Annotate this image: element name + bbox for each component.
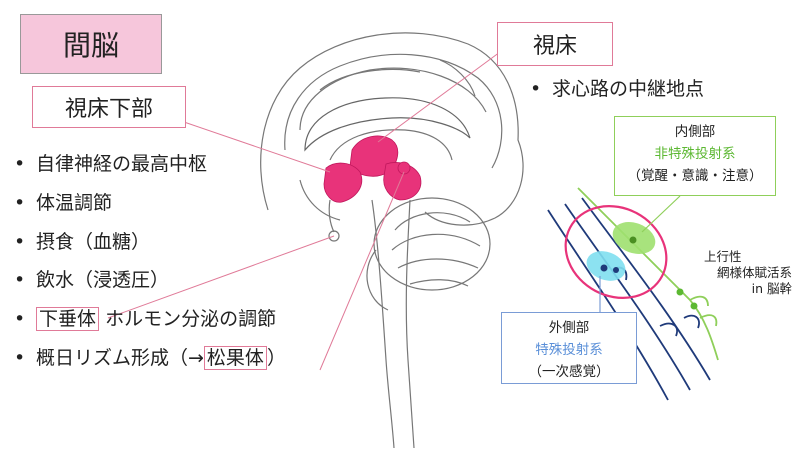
bullet: •: [14, 191, 26, 214]
medial-note: （覚醒・意識・注意）: [627, 168, 763, 184]
pituitary-stalk: [328, 199, 335, 233]
medial-callout: 内側部 非特殊投射系 （覚醒・意識・注意）: [614, 116, 776, 196]
pituitary-label: 下垂体: [36, 307, 100, 332]
hypothalamus-region: [323, 162, 363, 203]
gyrus-line: [299, 179, 341, 221]
inner-callout-line: [641, 195, 681, 233]
sensory-branch: [659, 322, 678, 337]
lateral-note: （一次感覚）: [528, 364, 610, 380]
fornix: [329, 129, 453, 161]
bullet: •: [14, 308, 26, 331]
cerebellum-fold: [409, 279, 469, 287]
thalamus-pathway-diagram: [547, 187, 719, 401]
brainstem: [371, 199, 395, 449]
sensory-pathway-line: [547, 209, 669, 401]
cerebellum-fold: [394, 212, 471, 231]
thalamus-label: 視床: [497, 22, 613, 66]
list-item: • 下垂体 ホルモン分泌の調節: [14, 300, 286, 339]
brainstem: [405, 199, 415, 449]
lateral-node: [613, 267, 619, 273]
corpus-callosum: [304, 97, 471, 152]
list-item: • 摂食（血糖）: [14, 223, 286, 262]
pineal-region: [397, 161, 411, 175]
cerebrum-fold-3: [319, 68, 421, 91]
reticular-node: [690, 302, 698, 310]
sensory-branch: [683, 314, 700, 329]
hypothalamus-connector: [183, 121, 331, 173]
cerebellum-fold: [397, 258, 479, 269]
item-text: 摂食（血糖）: [36, 230, 151, 253]
page-title: 間脳: [20, 14, 162, 74]
bullet: •: [14, 346, 26, 369]
item-text: ）: [266, 346, 286, 369]
cerebrum-fold-2: [299, 67, 487, 131]
reticular-line-2: 網様体賦活系: [716, 265, 792, 280]
list-item: • 概日リズム形成（→松果体）: [14, 339, 286, 378]
pituitary-connector: [107, 235, 335, 319]
sensory-pathway-line: [581, 197, 711, 381]
item-text: 概日リズム形成（→: [36, 346, 204, 369]
cerebellum: [373, 197, 491, 291]
pineal-label: 松果体: [203, 345, 267, 370]
hypothalamus-label: 視床下部: [32, 86, 186, 128]
reticular-line-3: in 脳幹: [751, 281, 792, 296]
thalamus-connector: [377, 51, 501, 143]
item-text: ホルモン分泌の調節: [105, 308, 277, 331]
lateral-node: [600, 264, 608, 272]
reticular-branch: [699, 314, 718, 327]
bullet: •: [14, 230, 26, 253]
reticular-activating-label: 上行性 網様体賦活系 in 脳幹: [700, 249, 792, 297]
specific-projection-label: 特殊投射系: [535, 342, 603, 358]
cerebrum-inner-fold: [284, 53, 503, 169]
thalamus-oval: [564, 205, 668, 299]
medial-node: [629, 236, 637, 244]
bullet: •: [14, 153, 26, 175]
list-item: • 自律神経の最高中枢: [14, 145, 286, 184]
list-item: • 飲水（浸透圧）: [14, 261, 286, 300]
hypothalamus-function-list: • 自律神経の最高中枢 • 体温調節 • 摂食（血糖） • 飲水（浸透圧） • 下垂体 ホ…: [14, 145, 286, 378]
lateral-label: 外側部: [548, 320, 590, 336]
nonspecific-projection-label: 非特殊投射系: [654, 146, 736, 162]
cerebrum-outline: [260, 32, 524, 226]
sensory-pathway-line: [564, 203, 691, 391]
item-text: 求心路の中継地点: [552, 78, 705, 100]
item-text: 体温調節: [36, 191, 113, 214]
reticular-line-1: 上行性: [704, 249, 742, 264]
list-item: • 体温調節: [14, 184, 286, 223]
bullet: •: [14, 269, 26, 292]
thalamus-function-item: • 求心路の中継地点: [530, 74, 704, 101]
bullet: •: [530, 78, 542, 100]
gyrus-line: [439, 59, 476, 97]
item-text: 自律神経の最高中枢: [36, 153, 208, 175]
pineal-connector: [319, 171, 405, 371]
pituitary: [328, 230, 340, 242]
pons: [366, 249, 389, 311]
lateral-callout: 外側部 特殊投射系 （一次感覚）: [501, 312, 637, 384]
reticular-node: [676, 288, 684, 296]
reticular-branch: [689, 295, 709, 307]
medial-label: 内側部: [674, 124, 716, 140]
cerebellum-fold: [391, 233, 481, 251]
item-text: 飲水（浸透圧）: [36, 269, 170, 292]
